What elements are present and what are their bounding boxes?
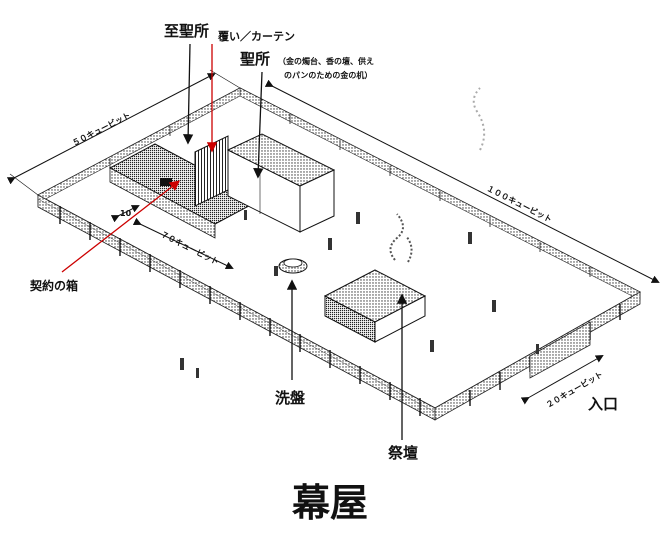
dimension-lines — [6, 69, 660, 405]
label-holy-place: 聖所 — [240, 50, 270, 68]
label-holy-place-note-1: （金の燭台、香の壇、供え — [278, 56, 374, 66]
label-laver: 洗盤 — [275, 389, 306, 407]
dim-10: 10 — [120, 209, 132, 218]
ark-box — [160, 178, 172, 186]
courtyard — [36, 87, 642, 421]
label-holy-of-holies: 至聖所 — [164, 22, 209, 40]
labels: 至聖所 覆い／カーテン 聖所 （金の燭台、香の壇、供え のパンのための金の机） … — [29, 22, 618, 462]
smoke-decoration — [472, 87, 486, 151]
label-veil: 覆い／カーテン — [218, 30, 295, 43]
label-altar: 祭壇 — [387, 444, 418, 462]
pointer-arrows — [61, 43, 408, 440]
label-holy-place-note-2: のパンのための金の机） — [284, 70, 372, 80]
diagram-title: 幕屋 — [291, 481, 368, 525]
label-ark: 契約の箱 — [29, 278, 78, 293]
laver — [278, 258, 308, 274]
dim-50-cubits: ５０キュービット — [70, 110, 132, 148]
altar — [323, 213, 427, 343]
label-entrance: 入口 — [588, 395, 618, 413]
